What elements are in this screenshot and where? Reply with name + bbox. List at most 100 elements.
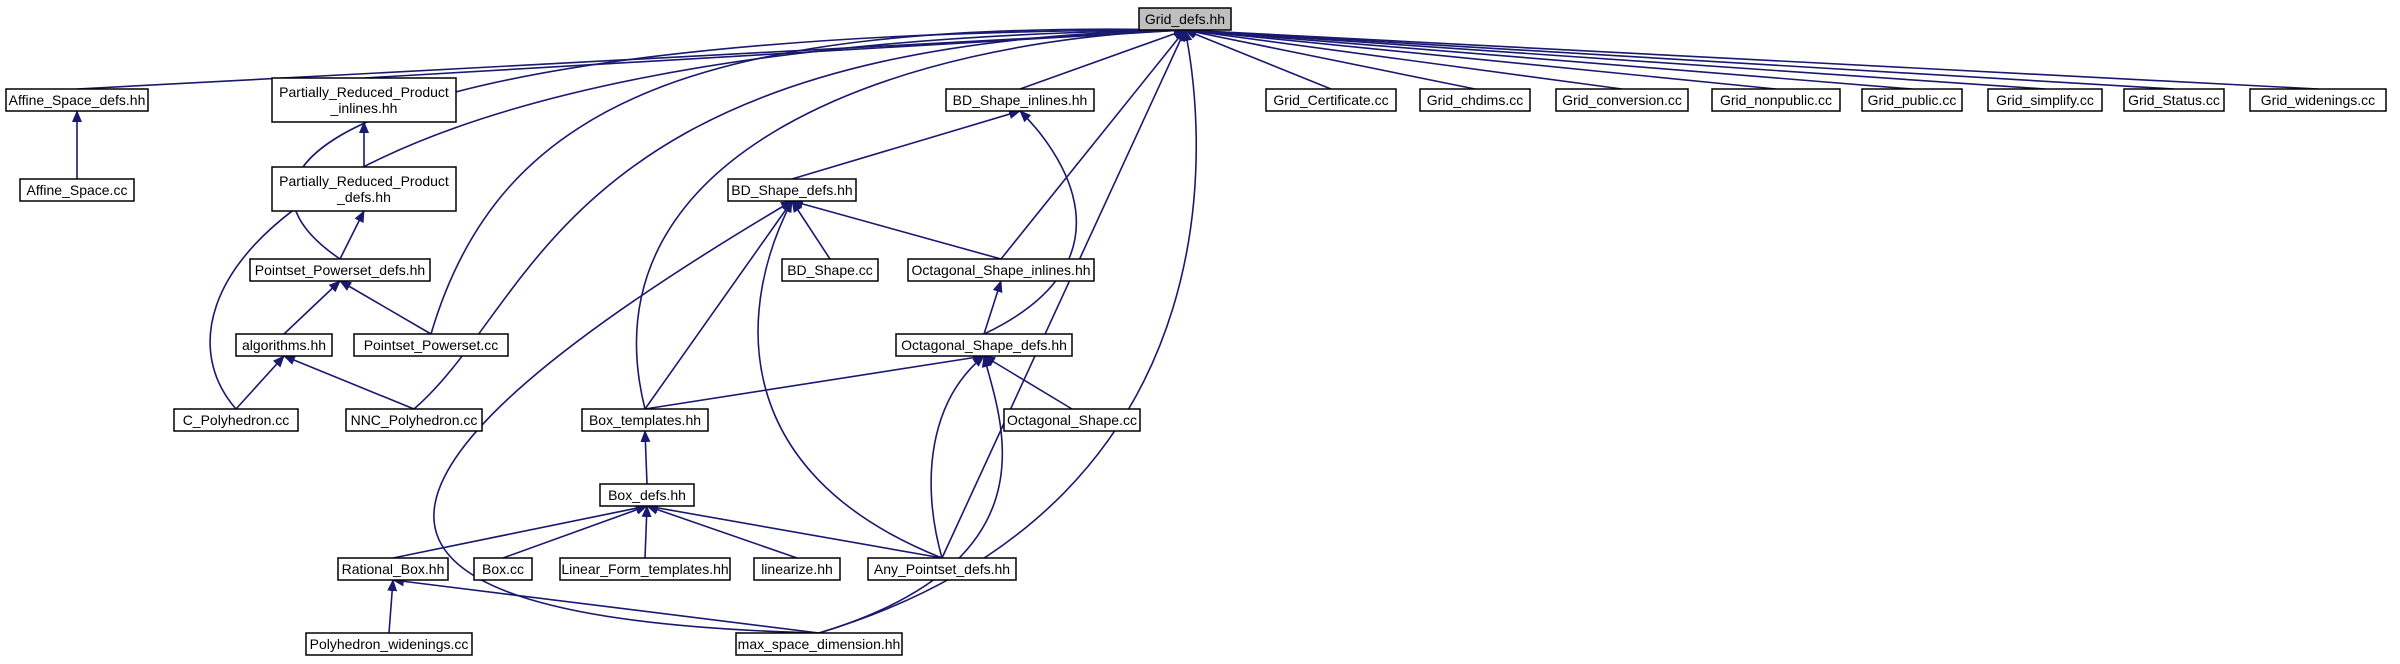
node-algorithms[interactable]: algorithms.hh xyxy=(235,333,333,357)
node-prp-defs[interactable]: Partially_Reduced_Product_defs.hh xyxy=(271,166,457,212)
node-rational-box[interactable]: Rational_Box.hh xyxy=(337,557,449,581)
node-grid-defs[interactable]: Grid_defs.hh xyxy=(1138,7,1232,31)
node-box xyxy=(345,408,483,432)
node-box-cc[interactable]: Box.cc xyxy=(473,557,533,581)
edge-octagonal_shape_inlines-to-grid_defs xyxy=(1000,29,1186,260)
node-box xyxy=(353,333,509,357)
edge-max_space_dimension-to-rational_box xyxy=(392,576,820,634)
edge-box_templates-to-grid_defs xyxy=(635,25,1186,410)
edge-box_templates-to-bd_shape_defs xyxy=(644,200,793,410)
edge-prp_inlines-to-grid_defs xyxy=(363,25,1186,79)
edge-pointset_powerset_defs-to-grid_defs xyxy=(292,25,1186,260)
node-label: Grid_widenings.cc xyxy=(2261,92,2375,108)
node-box xyxy=(5,88,149,112)
node-bd-shape-inlines[interactable]: BD_Shape_inlines.hh xyxy=(945,88,1095,112)
edge-pointset_powerset_defs-to-prp_defs xyxy=(339,210,365,260)
node-label: Grid_nonpublic.cc xyxy=(1720,92,1832,108)
node-box xyxy=(19,178,135,202)
node-box xyxy=(271,77,457,123)
node-box xyxy=(235,333,333,357)
node-box xyxy=(581,408,709,432)
node-max-space-dimension[interactable]: max_space_dimension.hh xyxy=(735,632,903,656)
edge-bd_shape_cc-to-bd_shape_defs xyxy=(791,200,831,260)
node-label: Rational_Box.hh xyxy=(342,561,445,577)
node-label: Affine_Space.cc xyxy=(27,182,128,198)
node-nnc-polyhedron[interactable]: NNC_Polyhedron.cc xyxy=(345,408,483,432)
node-box xyxy=(2123,88,2225,112)
node-box xyxy=(1711,88,1841,112)
edge-pointset_powerset_cc-to-grid_defs xyxy=(430,24,1186,335)
node-box xyxy=(249,258,431,282)
node-pointset-powerset-defs[interactable]: Pointset_Powerset_defs.hh xyxy=(249,258,431,282)
edge-octagonal_shape_defs-to-bd_shape_inlines xyxy=(983,110,1078,335)
node-grid-conversion[interactable]: Grid_conversion.cc xyxy=(1555,88,1689,112)
node-label: Box_templates.hh xyxy=(589,412,701,428)
node-grid-certificate[interactable]: Grid_Certificate.cc xyxy=(1265,88,1397,112)
node-affine-space-defs[interactable]: Affine_Space_defs.hh xyxy=(5,88,149,112)
node-any-pointset-defs[interactable]: Any_Pointset_defs.hh xyxy=(867,557,1017,581)
node-linear-form-templates[interactable]: Linear_Form_templates.hh xyxy=(559,557,731,581)
node-label: Partially_Reduced_Product xyxy=(279,173,449,189)
node-box xyxy=(895,333,1073,357)
node-grid-nonpublic[interactable]: Grid_nonpublic.cc xyxy=(1711,88,1841,112)
node-box xyxy=(599,483,695,507)
node-label: Affine_Space_defs.hh xyxy=(9,92,146,108)
edge-bd_shape_defs-to-bd_shape_inlines xyxy=(791,109,1021,180)
node-affine-space-cc[interactable]: Affine_Space.cc xyxy=(19,178,135,202)
node-bd-shape-cc[interactable]: BD_Shape.cc xyxy=(781,258,879,282)
node-label: BD_Shape.cc xyxy=(787,262,873,278)
edge-octagonal_shape_cc-to-octagonal_shape_defs xyxy=(983,355,1073,410)
node-label: _inlines.hh xyxy=(330,100,398,116)
node-grid-chdims[interactable]: Grid_chdims.cc xyxy=(1419,88,1531,112)
node-grid-status[interactable]: Grid_Status.cc xyxy=(2123,88,2225,112)
node-bd-shape-defs[interactable]: BD_Shape_defs.hh xyxy=(727,178,857,202)
edge-octagonal_shape_inlines-to-bd_shape_defs xyxy=(791,199,1002,260)
node-box xyxy=(867,557,1017,581)
node-box xyxy=(727,178,857,202)
node-box xyxy=(2249,88,2387,112)
edge-any_pointset_defs-to-box_defs xyxy=(646,502,943,559)
edge-rational_box-to-box_defs xyxy=(392,503,648,559)
node-box xyxy=(1138,7,1232,31)
edge-pointset_powerset_cc-to-pointset_powerset_defs xyxy=(339,280,432,335)
edge-box_templates-to-octagonal_shape_defs xyxy=(644,352,985,410)
node-box xyxy=(1265,88,1397,112)
node-box xyxy=(1419,88,1531,112)
node-label: Grid_defs.hh xyxy=(1145,11,1225,27)
node-octagonal-shape-cc[interactable]: Octagonal_Shape.cc xyxy=(1003,408,1141,432)
node-label: Octagonal_Shape_inlines.hh xyxy=(911,262,1090,278)
edge-grid_certificate-to-grid_defs xyxy=(1184,29,1332,90)
edge-grid_status-to-grid_defs xyxy=(1184,25,2175,90)
node-linearize[interactable]: linearize.hh xyxy=(753,557,841,581)
node-box xyxy=(305,632,473,656)
node-box-templates[interactable]: Box_templates.hh xyxy=(581,408,709,432)
node-pointset-powerset-cc[interactable]: Pointset_Powerset.cc xyxy=(353,333,509,357)
node-grid-simplify[interactable]: Grid_simplify.cc xyxy=(1987,88,2103,112)
edge-grid_chdims-to-grid_defs xyxy=(1184,27,1476,90)
node-grid-widenings[interactable]: Grid_widenings.cc xyxy=(2249,88,2387,112)
node-label: Grid_public.cc xyxy=(1868,92,1957,108)
node-label: Any_Pointset_defs.hh xyxy=(874,561,1010,577)
node-label: Grid_chdims.cc xyxy=(1427,92,1523,108)
node-label: algorithms.hh xyxy=(242,337,326,353)
edge-box_cc-to-box_defs xyxy=(502,505,648,559)
edge-polyhedron_widenings-to-rational_box xyxy=(387,579,398,634)
node-octagonal-shape-defs[interactable]: Octagonal_Shape_defs.hh xyxy=(895,333,1073,357)
node-label: Octagonal_Shape.cc xyxy=(1007,412,1137,428)
edge-max_space_dimension-to-octagonal_shape_defs xyxy=(818,355,1004,634)
edge-c_polyhedron-to-algorithms xyxy=(235,355,285,410)
node-box xyxy=(1003,408,1141,432)
node-c-polyhedron[interactable]: C_Polyhedron.cc xyxy=(173,408,299,432)
node-label: Linear_Form_templates.hh xyxy=(561,561,728,577)
node-label: max_space_dimension.hh xyxy=(738,636,901,652)
node-grid-public[interactable]: Grid_public.cc xyxy=(1861,88,1963,112)
node-label: BD_Shape_defs.hh xyxy=(731,182,852,198)
node-box xyxy=(1861,88,1963,112)
node-polyhedron-widenings[interactable]: Polyhedron_widenings.cc xyxy=(305,632,473,656)
node-octagonal-shape-inlines[interactable]: Octagonal_Shape_inlines.hh xyxy=(907,258,1095,282)
edge-box_defs-to-box_templates xyxy=(640,430,651,485)
node-prp-inlines[interactable]: Partially_Reduced_Product_inlines.hh xyxy=(271,77,457,123)
node-label: Grid_simplify.cc xyxy=(1996,92,2094,108)
node-label: Partially_Reduced_Product xyxy=(279,84,449,100)
node-box-defs[interactable]: Box_defs.hh xyxy=(599,483,695,507)
